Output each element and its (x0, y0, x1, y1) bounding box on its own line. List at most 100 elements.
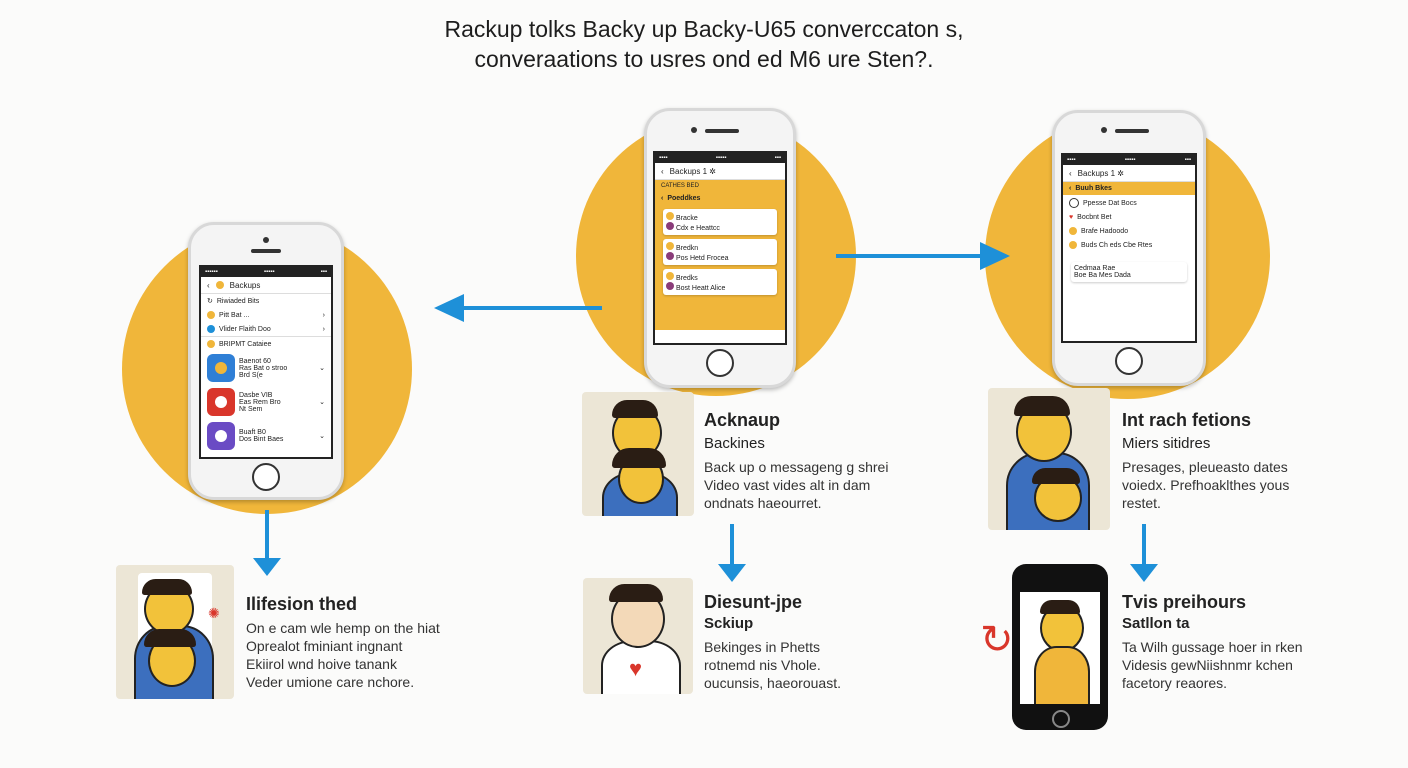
yellow-dot-icon (1069, 241, 1077, 249)
app-detail-2: Nt Sem (239, 405, 263, 413)
back-icon[interactable]: ‹ (207, 280, 210, 290)
yellow-dot-icon (1069, 227, 1077, 235)
step-heading: Int rach fetions (1122, 410, 1252, 430)
arrow-down-line-right (1142, 524, 1146, 566)
highlight-card[interactable]: Cedmaa Rae Boe Ba Mes Dada (1071, 262, 1187, 282)
back-icon[interactable]: ‹ (661, 195, 664, 202)
chevron-down-icon[interactable]: ⌄ (319, 433, 325, 440)
speaker-icon (251, 249, 281, 253)
sub-label: CATHES BED (661, 183, 699, 189)
chevron-down-icon[interactable]: ⌄ (319, 399, 325, 406)
home-button[interactable] (252, 463, 280, 491)
instagram-icon (666, 222, 674, 230)
illustration-two-people-left: ✺ (116, 565, 234, 699)
list-item[interactable]: Buds Ch eds Cbe Rtes (1063, 238, 1195, 252)
step-subheading: Backines (704, 435, 765, 452)
list-item[interactable]: Brafe Hadoodo (1063, 224, 1195, 238)
step-heading: Tvis preihours (1122, 592, 1247, 612)
yellow-dot-icon (666, 272, 674, 280)
step-line: Bekinges in Phetts (704, 639, 820, 655)
card-detail: Pos Hetd Frocea (675, 255, 729, 262)
backup-card[interactable]: Bracke Cdx e Heattcc (663, 209, 777, 235)
home-button[interactable] (1115, 347, 1143, 375)
title-line-2: converaations to usres ond ed M6 ure Ste… (474, 46, 934, 72)
app-row[interactable]: Baenot 60 Ras Bat o stroo Brd S(e ⌄ (201, 351, 331, 385)
backup-card[interactable]: Bredks Bost Heatt Alice (663, 269, 777, 295)
list-item-label: Buds Ch eds Cbe Rtes (1081, 241, 1153, 249)
card-title: Bracke (675, 215, 698, 222)
blue-app-icon (207, 354, 235, 382)
heart-icon: ♥ (1069, 214, 1074, 221)
app-detail: Dos Bint Baes (239, 436, 284, 443)
nav-title: Backups (229, 280, 261, 290)
card-detail: Bost Heatt Alice (675, 285, 726, 292)
phone-right-screen: ▪▪▪▪▪▪▪▪▪▪▪▪ ‹ Backups 1 ✲ ‹ Buuh Bkes P… (1061, 153, 1197, 343)
section-label: Buuh Bkes (1075, 185, 1112, 192)
step-line: Back up o messageng g shrei (704, 459, 889, 475)
app-name: Buaft B0 (239, 429, 266, 436)
red-app-icon (207, 388, 235, 416)
status-bar: ▪▪▪▪▪▪▪▪▪▪▪▪ (655, 153, 785, 163)
app-name: Dasbe VIB (239, 391, 273, 399)
list-item[interactable]: Vlider Flaith Doo › (201, 322, 331, 336)
step-line: Ta Wilh gussage hoer in rken (1122, 639, 1303, 655)
phone-mid: ▪▪▪▪▪▪▪▪▪▪▪▪ ‹ Backups 1 ✲ CATHES BED ‹ … (644, 108, 796, 388)
step-line: ondnats haeourret. (704, 495, 822, 511)
yellow-dot-icon (666, 242, 674, 250)
arrow-down-head-mid (718, 564, 746, 582)
chevron-right-icon: › (322, 311, 325, 319)
section-header: ‹ Buuh Bkes (1063, 182, 1195, 195)
home-button[interactable] (706, 349, 734, 377)
status-left: ▪▪▪▪▪▪ (205, 269, 218, 275)
section-label: BRIPMT Cataiee (219, 340, 272, 348)
phone-black-screen (1020, 592, 1100, 704)
step-line: voiedx. Prefhoaklthes yous (1122, 477, 1290, 493)
step-line: Veder umione care nchore. (246, 674, 415, 690)
step-block-4: Diesunt-jpe Sckiup Bekinges in Phetts ro… (704, 592, 904, 692)
home-button[interactable] (1052, 710, 1070, 728)
step-line: restet. (1122, 495, 1161, 511)
list-item[interactable]: ♥Bocbnt Bet (1063, 211, 1195, 224)
phone-left-screen: ▪▪▪▪▪▪ ▪▪▪▪▪ ▪▪▪ ‹ Backups ↻ Riwiaded Bi… (199, 265, 333, 459)
phone-right: ▪▪▪▪▪▪▪▪▪▪▪▪ ‹ Backups 1 ✲ ‹ Buuh Bkes P… (1052, 110, 1206, 386)
refresh-icon: ↻ (207, 298, 213, 305)
list-item[interactable]: Pitt Bat ... › (201, 308, 331, 322)
rotate-arrow-icon: ↻ (980, 618, 1014, 662)
speaker-icon (1115, 129, 1149, 133)
blue-dot-icon (207, 325, 215, 333)
circle-icon (1069, 198, 1079, 208)
back-icon[interactable]: ‹ (1069, 168, 1072, 178)
back-icon[interactable]: ‹ (661, 166, 664, 176)
app-row[interactable]: Buaft B0 Dos Bint Baes ⌄ (201, 419, 331, 453)
app-name: Baenot 60 (239, 357, 271, 365)
card-title: Bredks (675, 275, 698, 282)
nav-title: Backups 1 ✲ (669, 166, 716, 176)
yellow-dot-icon (207, 311, 215, 319)
title-line-1: Rackup tolks Backy up Backy-U65 convercc… (444, 16, 964, 42)
list-item[interactable]: Ppesse Dat Bocs (1063, 195, 1195, 211)
step-line: On e cam wle hemp on the hiat (246, 620, 440, 636)
phone-left: ▪▪▪▪▪▪ ▪▪▪▪▪ ▪▪▪ ‹ Backups ↻ Riwiaded Bi… (188, 222, 344, 500)
list-item-label: Bocbnt Bet (1077, 214, 1112, 221)
backup-card[interactable]: Bredkn Pos Hetd Frocea (663, 239, 777, 265)
step-subheading: Satllon ta (1122, 615, 1190, 632)
arrow-left-line (462, 306, 602, 310)
camera-icon (691, 127, 697, 133)
back-icon[interactable]: ‹ (1069, 185, 1072, 192)
list-item-label: Vlider Flaith Doo (219, 325, 271, 333)
section-header: ↻ Riwiaded Bits (201, 294, 331, 308)
step-subheading: Miers sitidres (1122, 435, 1211, 452)
camera-icon (1101, 127, 1107, 133)
chevron-down-icon[interactable]: ⌄ (319, 365, 325, 372)
camera-icon (263, 237, 269, 243)
sparkle-icon: ✺ (208, 605, 220, 621)
section-header: BRIPMT Cataiee (201, 336, 331, 351)
status-bar: ▪▪▪▪▪▪ ▪▪▪▪▪ ▪▪▪ (201, 267, 331, 277)
app-badge-icon (215, 281, 224, 289)
app-detail: Eas Rem Bro (239, 398, 281, 406)
app-row[interactable]: Dasbe VIB Eas Rem Bro Nt Sem ⌄ (201, 385, 331, 419)
illustration-parent-child-right (988, 388, 1110, 530)
step-block-5: Tvis preihours Satllon ta Ta Wilh gussag… (1122, 592, 1342, 692)
list-item-label: Brafe Hadoodo (1081, 227, 1129, 235)
arrow-left-head (434, 294, 464, 322)
